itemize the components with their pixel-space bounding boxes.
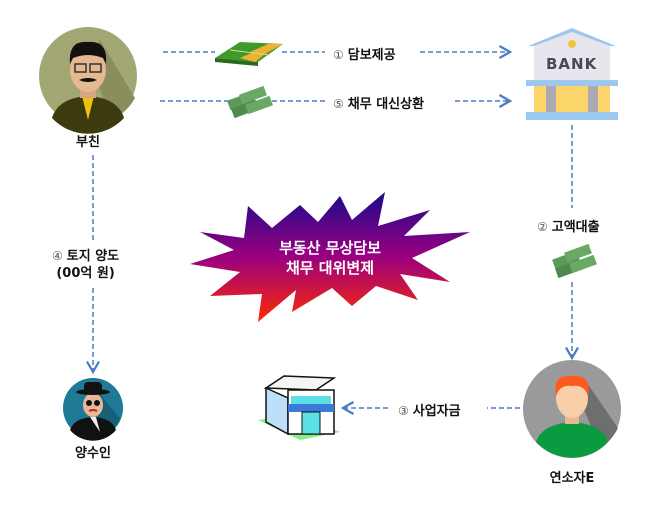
flow-text: 담보제공 <box>347 48 396 63</box>
flow-num: ① <box>333 48 344 62</box>
bank-sign: BANK <box>546 55 598 73</box>
flow-text: 고액대출 <box>551 220 600 235</box>
child-name: 연소자E <box>549 471 595 486</box>
buyer-name: 양수인 <box>75 446 111 461</box>
flow-text: 사업자금 <box>412 404 461 419</box>
burst-line-1: 부동산 무상담보 <box>279 239 381 257</box>
buyer-avatar <box>63 378 123 441</box>
child-avatar <box>523 360 621 458</box>
flow-num: ⑤ <box>333 97 344 111</box>
flow-text: 토지 양도 <box>66 249 120 264</box>
central-burst <box>190 192 470 322</box>
father-avatar <box>39 27 137 134</box>
flow-num: ④ <box>52 249 63 263</box>
transfer-amount: (00억 원) <box>56 266 115 281</box>
central-burst-text: 부동산 무상담보 채무 대위변제 <box>230 238 430 278</box>
bank-icon <box>526 28 618 120</box>
land-icon <box>215 42 283 66</box>
burst-line-2: 채무 대위변제 <box>285 259 375 277</box>
flow-text: 채무 대신상환 <box>347 97 425 112</box>
flow-num: ③ <box>398 404 409 418</box>
money-icon-loan <box>552 243 597 279</box>
father-name: 부친 <box>76 135 100 150</box>
flow-num: ② <box>537 220 548 234</box>
money-icon-repay <box>227 85 273 119</box>
store-icon <box>258 375 340 440</box>
